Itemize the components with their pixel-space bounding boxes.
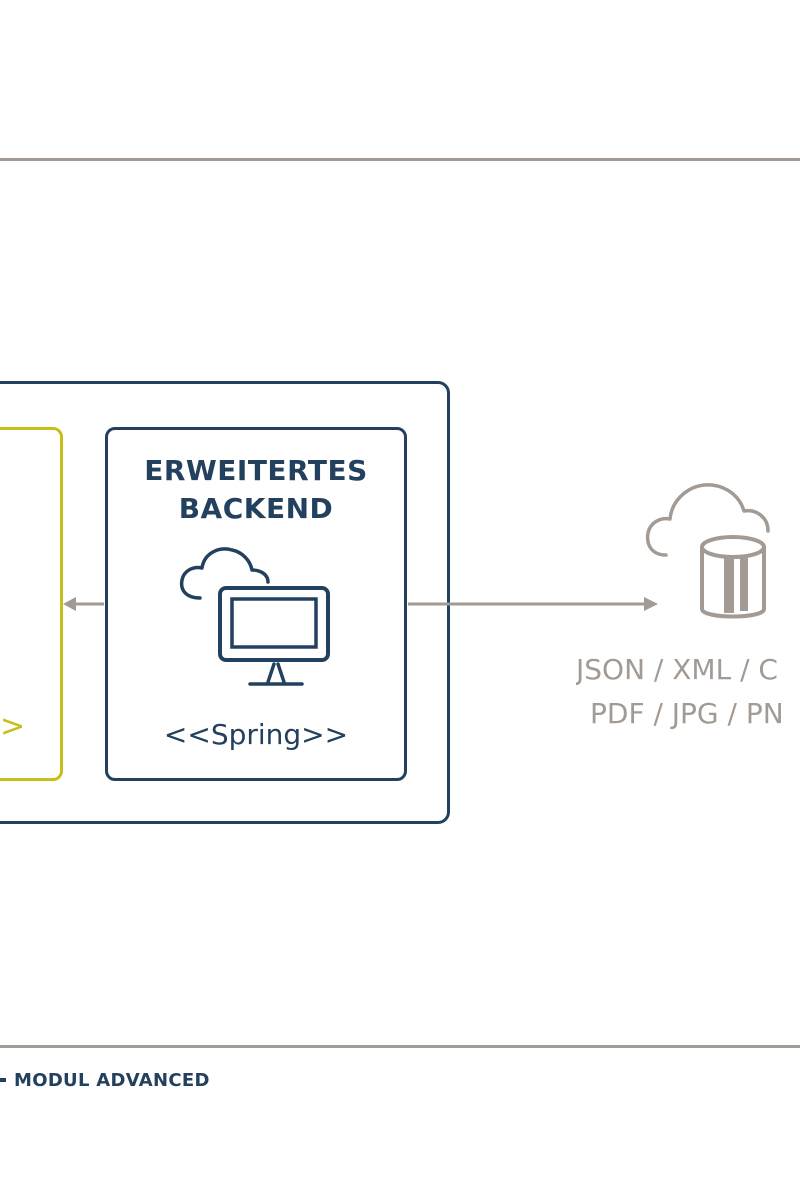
cloud-monitor-icon (179, 547, 330, 686)
frontend-box (0, 427, 63, 781)
database-icon (700, 535, 766, 619)
backend-title-line1: ERWEITERTES (144, 454, 368, 487)
backend-title-line2: BACKEND (178, 492, 334, 525)
data-formats-line2: PDF / JPG / PN (590, 697, 784, 730)
top-divider (0, 158, 800, 161)
backend-title: ERWEITERTES BACKEND (108, 452, 404, 528)
frontend-partial-label: > (0, 709, 26, 744)
cloud-icon (179, 547, 270, 600)
data-formats-line1: JSON / XML / C (576, 653, 778, 686)
data-formats: JSON / XML / C PDF / JPG / PN (576, 648, 800, 736)
legend: MODUL ADVANCED (0, 1068, 210, 1092)
legend-marker (0, 1078, 6, 1082)
backend-technology-label: <<Spring>> (163, 718, 349, 751)
cloud-database-icon (645, 483, 770, 619)
backend-box: ERWEITERTES BACKEND <<Spring>> (105, 427, 407, 781)
legend-label: MODUL ADVANCED (14, 1069, 210, 1091)
cloud-icon (645, 483, 770, 557)
bottom-divider (0, 1045, 800, 1048)
